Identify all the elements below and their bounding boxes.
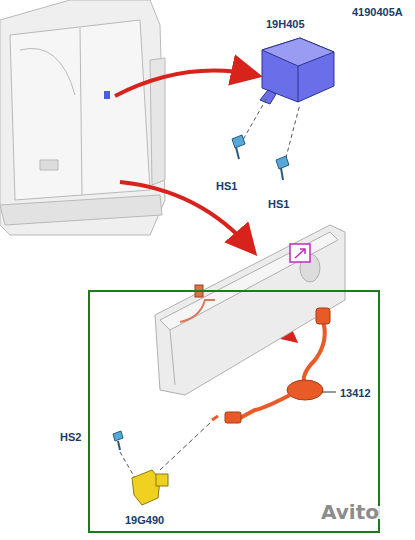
location-arrow — [120, 182, 252, 250]
view-icon — [290, 244, 310, 262]
screw — [232, 96, 300, 180]
location-arrow — [115, 71, 255, 96]
sensor — [132, 470, 168, 505]
wiring-harness — [212, 308, 330, 423]
callout-number: 13412 — [340, 387, 371, 400]
watermark: Avito — [318, 506, 382, 519]
van-body — [0, 0, 165, 235]
screw — [113, 431, 135, 478]
assembly-line — [160, 423, 210, 470]
drawing-number: 4190405A — [352, 6, 403, 19]
module-location — [104, 91, 110, 99]
callout-number: HS1 — [268, 198, 289, 211]
callout-number: 19H405 — [266, 18, 305, 31]
callout-number: HS1 — [216, 180, 237, 193]
callout-number: HS2 — [60, 431, 81, 444]
trim-panel — [155, 225, 345, 395]
leader-line — [322, 392, 336, 393]
control-module — [260, 38, 334, 104]
part-group-box: 13412 19G490 — [88, 290, 380, 533]
callout-number: 19G490 — [125, 514, 164, 527]
